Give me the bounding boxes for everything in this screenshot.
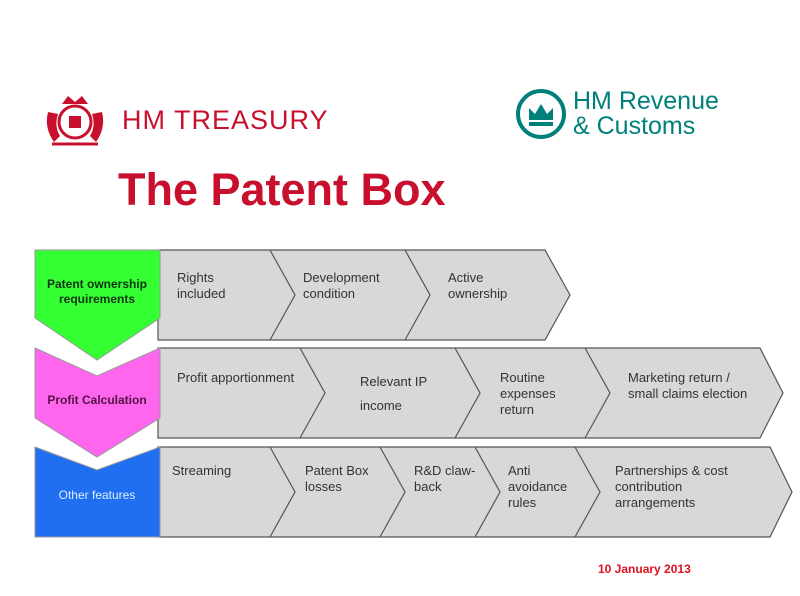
step-development-condition: Development condition xyxy=(303,270,380,301)
row-1-label: Patent ownership requirements xyxy=(46,277,147,306)
step-anti-avoidance-rules: Anti avoidance rules xyxy=(508,463,568,510)
step-rd-claw-back: R&D claw-back xyxy=(414,463,476,494)
hm-treasury-logo: HM TREASURY xyxy=(40,92,329,148)
hmrc-name-line1: HM Revenue xyxy=(573,87,719,115)
hmrc-crown-icon xyxy=(516,89,566,139)
row-2-label: Profit Calculation xyxy=(47,393,147,407)
step-profit-apportionment: Profit apportionment xyxy=(177,370,295,385)
row-1-label-chevron xyxy=(34,249,161,361)
hmrc-name-line2: & Customs xyxy=(573,112,696,140)
row-3-label-chevron xyxy=(34,446,161,538)
hm-treasury-name: HM TREASURY xyxy=(122,104,329,135)
step-routine-expenses-return: Routine expenses return xyxy=(500,370,556,417)
row-1-band xyxy=(157,249,571,341)
step-active-ownership: Active ownership xyxy=(448,270,508,301)
step-streaming: Streaming xyxy=(172,463,232,478)
step-patent-box-losses: Patent Box losses xyxy=(305,463,369,494)
row-3-label: Other features xyxy=(58,488,136,502)
date-label: 10 January 2013 xyxy=(598,562,691,576)
row-2-band xyxy=(157,347,784,439)
step-relevant-ip-income: Relevant IP income xyxy=(360,374,427,413)
page-title: The Patent Box xyxy=(118,164,446,215)
row-2-label-chevron xyxy=(34,347,161,458)
step-marketing-return: Marketing return / small claims election xyxy=(628,370,748,401)
step-rights-included: Rights included xyxy=(177,270,226,301)
royal-crest-icon xyxy=(46,96,104,146)
hmrc-logo: HM Revenue & Customs xyxy=(515,88,719,140)
step-partnerships: Partnerships & cost contribution arrange… xyxy=(615,463,728,510)
